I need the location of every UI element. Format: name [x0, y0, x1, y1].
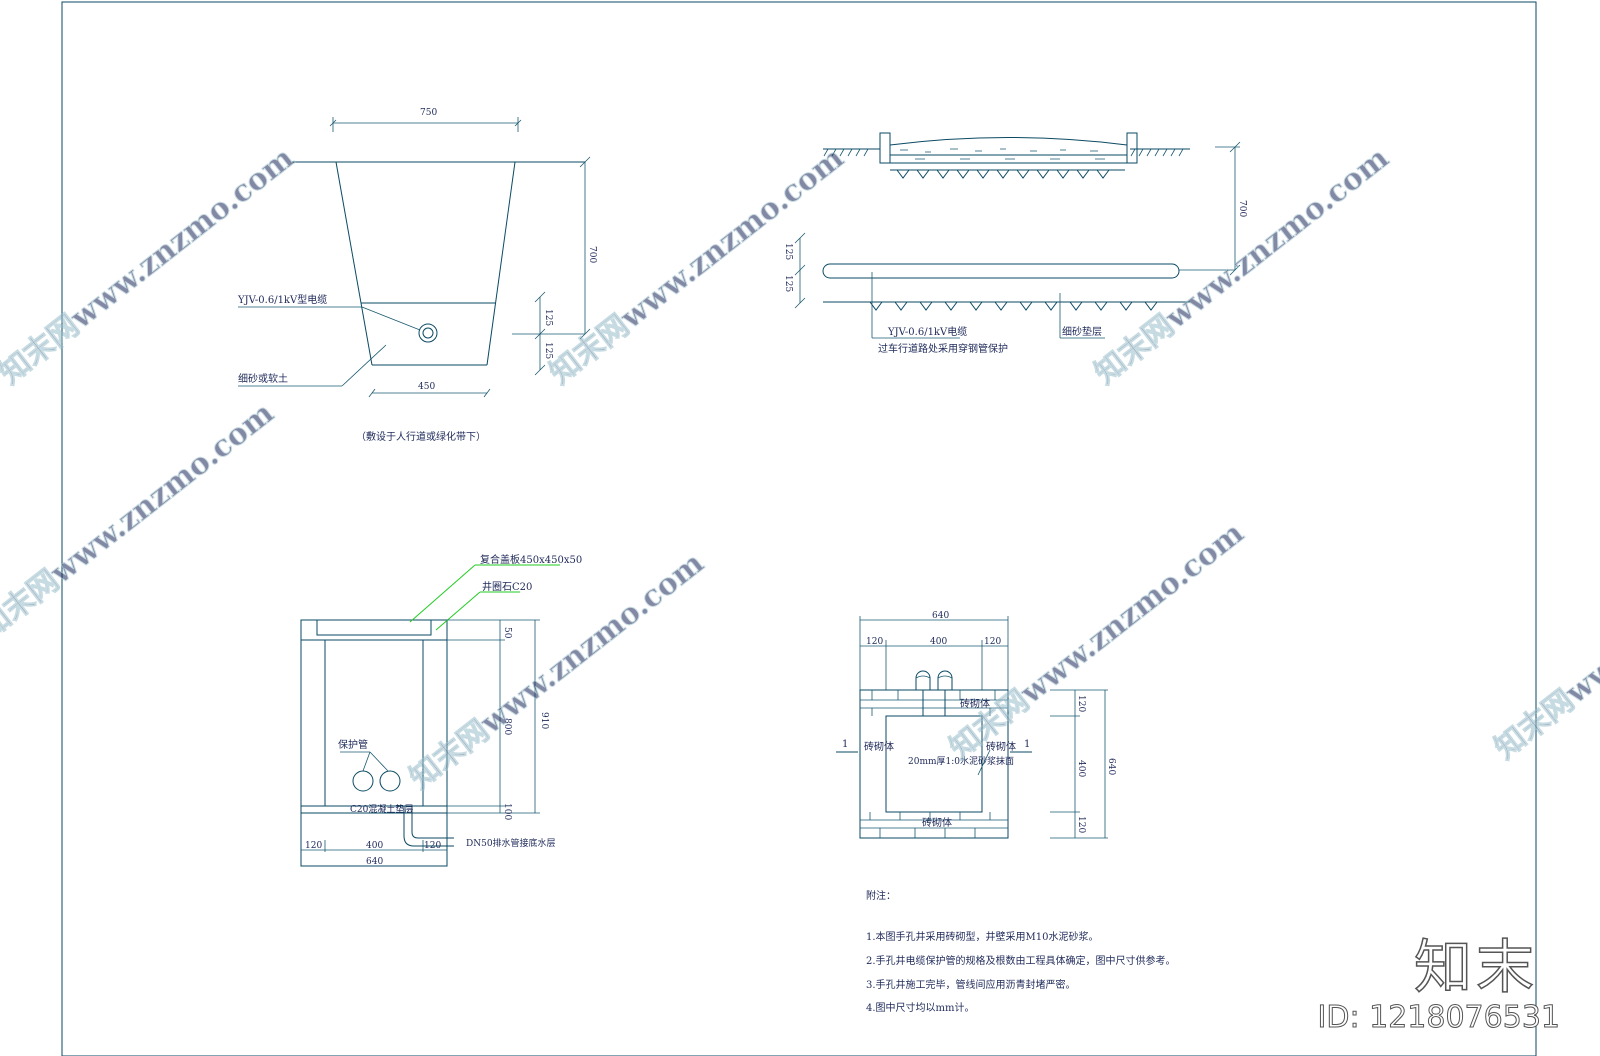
label-brick-bottom: 砖砌体 — [922, 816, 952, 829]
label-protect-pipe: 保护管 — [338, 738, 368, 751]
dim-125-lower: 125 — [543, 342, 553, 359]
dim-125-upper: 125 — [543, 309, 553, 326]
label-composite-cover: 复合盖板450x450x50 — [480, 553, 582, 566]
dim-700-right: 700 — [1237, 200, 1247, 217]
dim-side-400: 400 — [1076, 760, 1086, 777]
dim-side-120-bottom: 120 — [1076, 816, 1086, 833]
label-well-ring: 井圈石C20 — [482, 580, 532, 593]
label-brick-right: 砖砌体 — [986, 740, 1016, 753]
note-4: 4.图中尺寸均以mm计。 — [866, 1001, 975, 1014]
label-brick-left: 砖砌体 — [864, 740, 894, 753]
dim-450: 450 — [418, 382, 435, 392]
section-mark-right: 1 — [1024, 739, 1030, 750]
label-sand-cushion: 细砂垫层 — [1062, 325, 1102, 338]
dim-120-left: 120 — [305, 841, 322, 851]
watermark-7: 知末网www.znzmo.com — [1488, 515, 1600, 766]
label-fine-sand: 细砂或软土 — [238, 372, 288, 385]
notes-title: 附注： — [866, 889, 896, 902]
caption-pedestrian: （敷设于人行道或绿化带下） — [356, 430, 486, 443]
dim-750: 750 — [420, 108, 437, 118]
dim-640: 640 — [366, 857, 383, 867]
label-mortar: 20mm厚1:0水泥砂浆抹面 — [908, 755, 1014, 767]
brand-logo-text: 知末 — [1413, 932, 1538, 1002]
dim-400-plan: 400 — [930, 637, 947, 647]
dim-120-right: 120 — [424, 841, 441, 851]
notes: 附注： 1.本图手孔井采用砖砌型，井壁采用M10水泥砂浆。 2.手孔井电缆保护管… — [866, 889, 1176, 1014]
watermark-3: 知末网www.znzmo.com — [1088, 140, 1395, 391]
watermark-1: 知末网www.znzmo.com — [0, 140, 301, 391]
note-3: 3.手孔井施工完毕，管线间应用沥青封堵严密。 — [866, 978, 1076, 991]
dim-125-b: 125 — [783, 275, 793, 292]
watermark-4: 知末网www.znzmo.com — [0, 395, 281, 646]
hand-hole-section: 保护管 C20混凝土垫层 DN50排水管接底水层 复合盖板450x450x50 … — [300, 553, 582, 867]
dim-100: 100 — [502, 803, 512, 820]
dim-700-left: 700 — [587, 246, 597, 263]
watermark-5: 知末网www.znzmo.com — [403, 545, 710, 796]
label-drain-pipe: DN50排水管接底水层 — [466, 837, 556, 849]
dim-800: 800 — [502, 718, 512, 735]
road-crossing-section: 700 125 125 YJV-0.6/1kV电缆 过车行道路处采用穿钢管保护 … — [783, 132, 1247, 355]
note-2: 2.手孔井电缆保护管的规格及根数由工程具体确定，图中尺寸供参考。 — [866, 954, 1176, 967]
hand-hole-plan: 640 120 400 120 砖砌体 砖砌体 砖砌体 砖砌体 20mm厚1:0… — [836, 611, 1116, 839]
dim-640-top: 640 — [932, 611, 949, 621]
dim-side-120-top: 120 — [1076, 695, 1086, 712]
note-1: 1.本图手孔井采用砖砌型，井壁采用M10水泥砂浆。 — [866, 930, 1099, 943]
label-steel-pipe: 过车行道路处采用穿钢管保护 — [878, 342, 1008, 355]
label-yjv-cable: YJV-0.6/1kV型电缆 — [237, 293, 327, 306]
dim-120-l-plan: 120 — [866, 637, 883, 647]
dim-400: 400 — [366, 841, 383, 851]
label-yjv-cable-road: YJV-0.6/1kV电缆 — [887, 325, 967, 338]
trench-section-pedestrian: 750 700 125 125 450 YJV-0.6/1kV型电缆 — [237, 108, 597, 443]
dim-910: 910 — [539, 712, 549, 729]
label-brick-top: 砖砌体 — [960, 697, 990, 710]
section-mark-left: 1 — [842, 739, 848, 750]
dim-side-640: 640 — [1106, 758, 1116, 775]
drawing-frame — [61, 1, 1537, 1056]
dim-125-a: 125 — [783, 243, 793, 260]
label-concrete-cushion: C20混凝土垫层 — [350, 803, 413, 815]
image-id: ID: 1218076531 — [1317, 1000, 1560, 1036]
dim-120-r-plan: 120 — [984, 637, 1001, 647]
dim-50: 50 — [502, 627, 512, 639]
